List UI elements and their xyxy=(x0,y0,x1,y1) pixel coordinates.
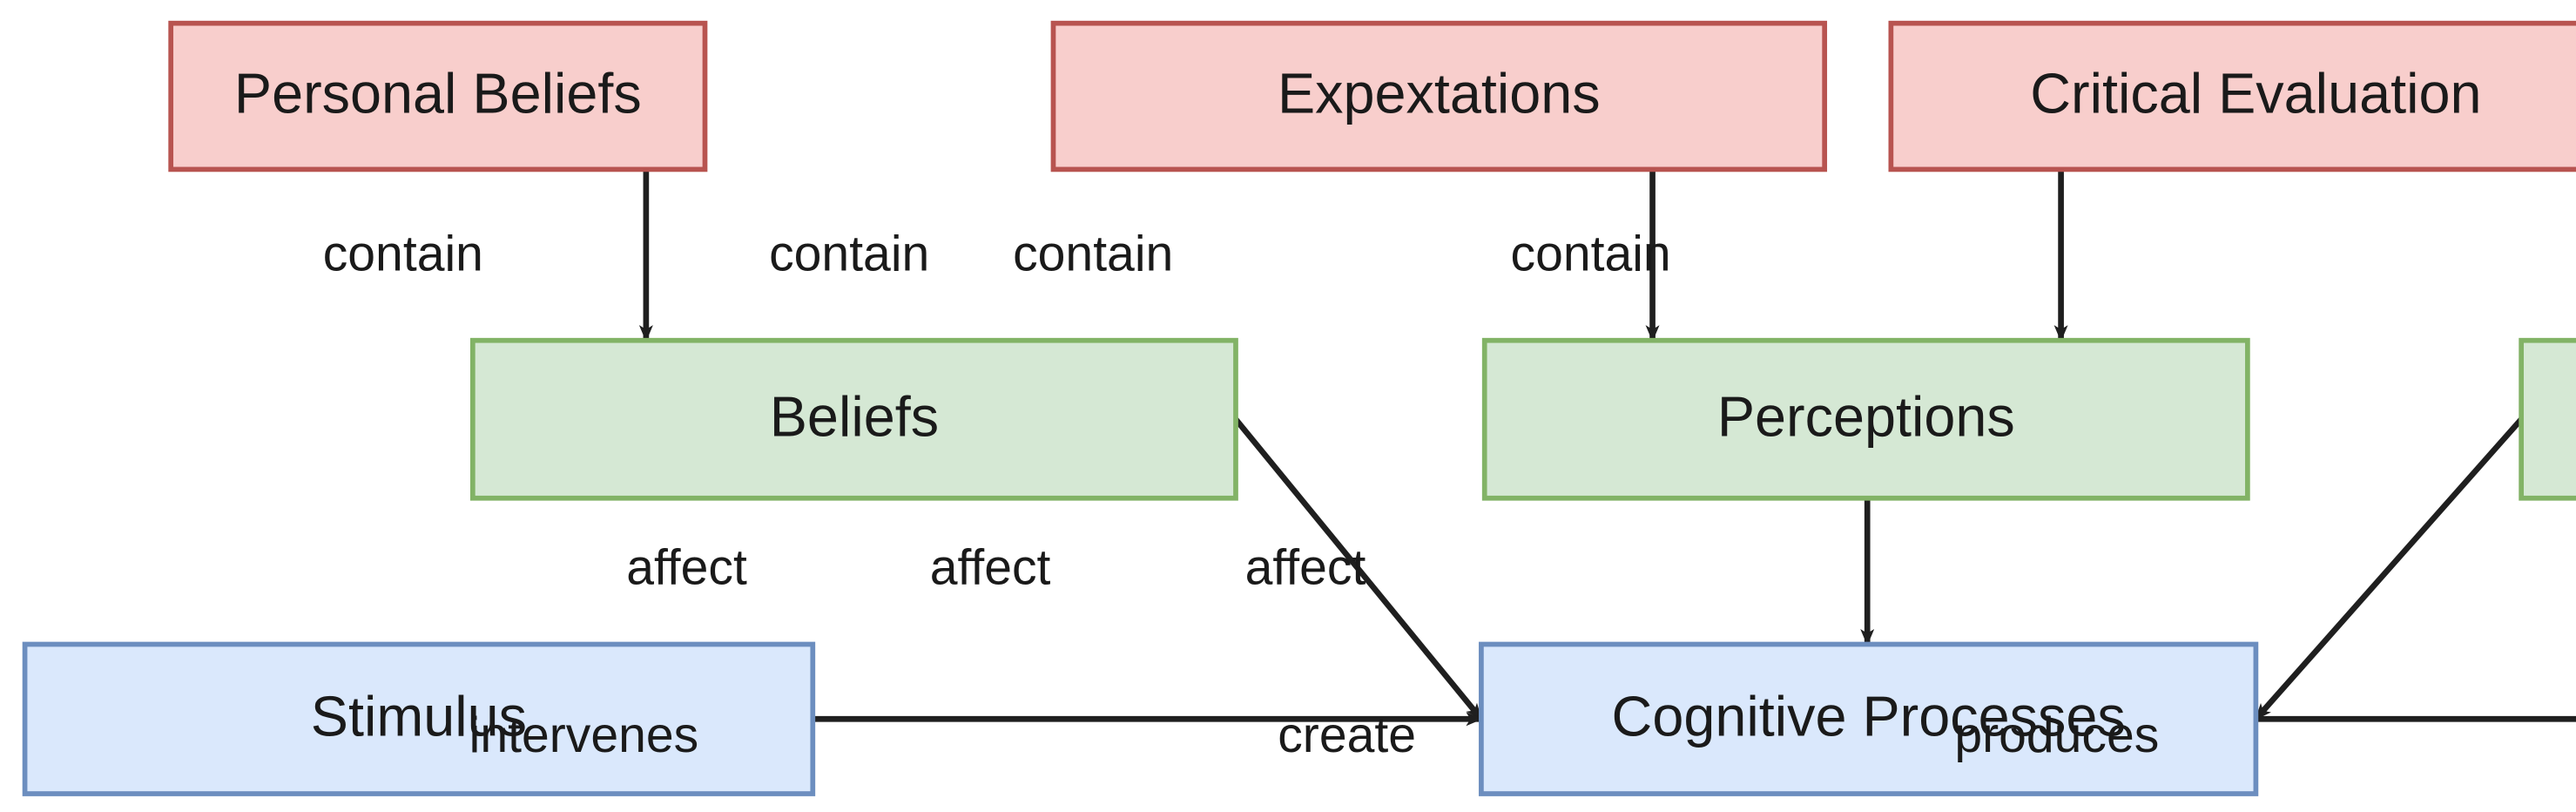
edge-label-e7: affect xyxy=(1245,540,1366,596)
node-label-cognitive_processes: Cognitive Processes xyxy=(1612,684,2126,748)
edge-beliefs-to-cognitive_processes xyxy=(1233,417,1484,721)
node-box-stimulus[interactable] xyxy=(22,641,816,796)
edge-label-e3: contain xyxy=(1013,227,1173,282)
edge-label-e9: create xyxy=(1278,707,1416,763)
node-label-beliefs: Beliefs xyxy=(770,384,939,448)
node-cognitive_processes[interactable]: Cognitive Processes xyxy=(1479,641,2259,796)
node-label-critical_evaluation: Critical Evaluation xyxy=(2030,62,2481,125)
node-label-perceptions: Perceptions xyxy=(1717,384,2015,448)
edge-line-group xyxy=(638,169,2576,727)
node-box-cognitive_processes[interactable] xyxy=(1479,641,2259,796)
node-box-personal_beliefs[interactable] xyxy=(168,20,708,173)
edge-attributions-to-cognitive_processes xyxy=(2253,417,2524,721)
node-box-attributions[interactable] xyxy=(2519,337,2576,501)
node-critical_evaluation[interactable]: Critical Evaluation xyxy=(1888,20,2576,173)
node-box-beliefs[interactable] xyxy=(469,337,1238,501)
node-perceptions[interactable]: Perceptions xyxy=(1481,337,2250,501)
edge-label-e4: contain xyxy=(1511,227,1671,282)
node-label-stimulus: Stimulus xyxy=(311,684,527,748)
edge-label-e1: contain xyxy=(323,227,483,282)
node-attributions[interactable]: Attributions xyxy=(2519,337,2576,501)
node-label-personal_beliefs: Personal Beliefs xyxy=(234,62,642,125)
node-beliefs[interactable]: Beliefs xyxy=(469,337,1238,501)
node-box-critical_evaluation[interactable] xyxy=(1888,20,2576,173)
node-box-perceptions[interactable] xyxy=(1481,337,2250,501)
edge-label-e8: intervenes xyxy=(469,707,699,763)
node-expextations[interactable]: Expextations xyxy=(1050,20,1828,173)
edge-label-e10: produces xyxy=(1954,707,2159,763)
node-label-expextations: Expextations xyxy=(1278,62,1601,125)
edge-label-e5: affect xyxy=(626,540,747,596)
edge-label-group: contain contain contain contain affect affect… xyxy=(323,227,2160,764)
node-box-expextations[interactable] xyxy=(1050,20,1828,173)
node-group: Personal Beliefs Expextations Critical Eva… xyxy=(22,20,2576,796)
edge-label-e6: affect xyxy=(930,540,1051,596)
edge-label-e2: contain xyxy=(769,227,929,282)
node-stimulus[interactable]: Stimulus xyxy=(22,641,816,796)
node-personal_beliefs[interactable]: Personal Beliefs xyxy=(168,20,708,173)
